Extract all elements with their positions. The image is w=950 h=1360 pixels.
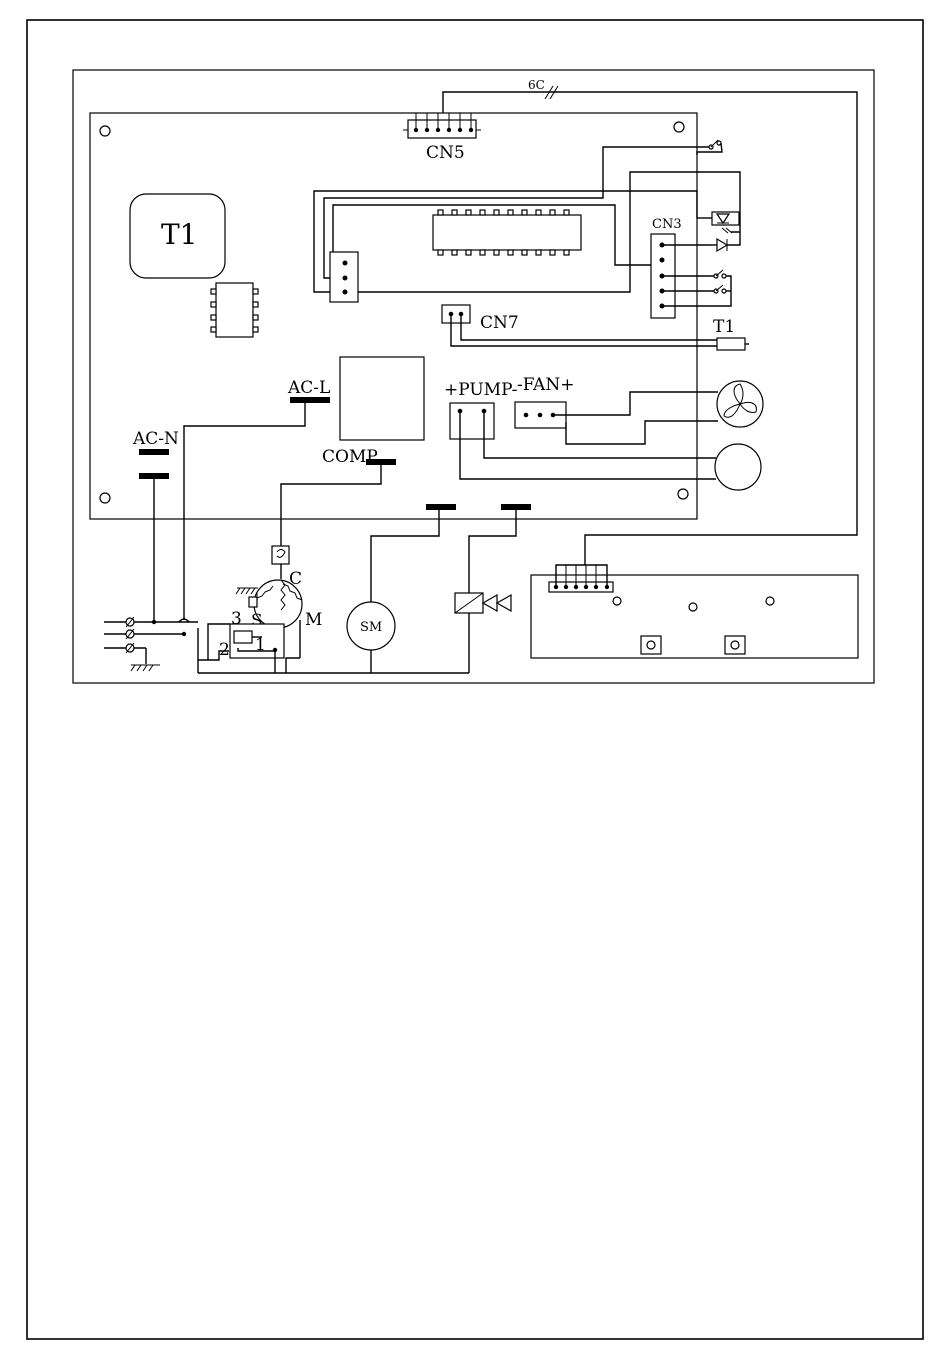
ac-n-label: AC-N	[132, 429, 179, 449]
connector-ac-n: AC-N	[132, 429, 179, 622]
cn3-label: CN3	[652, 217, 682, 232]
cn7-label: CN7	[480, 313, 519, 333]
sensor-label: T1	[713, 317, 735, 337]
transformer-label: T1	[161, 218, 198, 251]
pump-motor-icon	[715, 444, 761, 490]
comp-m-wire	[286, 658, 300, 673]
ac-l-label: AC-L	[287, 378, 330, 398]
sync-motor-label: SM	[360, 620, 382, 635]
display-board	[531, 565, 858, 658]
connector-cn7: CN7	[442, 305, 717, 346]
solenoid-valve-icon	[455, 593, 511, 673]
power-terminals	[104, 617, 198, 671]
connector-pump: +PUMP-	[444, 380, 716, 479]
fan-label: -FAN+	[517, 375, 574, 395]
main-ic	[433, 210, 581, 255]
overload-protector	[272, 546, 289, 579]
bundle-label: 6C	[528, 78, 545, 92]
relay-3-label: 3	[231, 609, 242, 629]
cn5-label: CN5	[426, 143, 465, 163]
comp-c-label: C	[289, 569, 302, 589]
connector-cn5: CN5	[403, 113, 481, 163]
relay-1-label: 1	[255, 635, 266, 655]
compressor-motor-icon: C S M	[236, 569, 322, 631]
pump-label: +PUMP-	[444, 380, 517, 400]
connector-fan: -FAN+	[515, 375, 718, 444]
sensor-t1: T1	[713, 317, 749, 350]
small-ic	[211, 283, 258, 337]
transformer-t1: T1	[130, 194, 225, 278]
comp-m-label: M	[305, 610, 322, 630]
connector-cn3: CN3	[651, 217, 731, 318]
pcb-mounting-holes	[100, 122, 688, 503]
connector-comp: COMP	[281, 447, 396, 546]
relay-block	[340, 357, 424, 440]
sync-motor-icon: SM	[347, 602, 395, 673]
connector-ac-l: AC-L	[184, 378, 330, 620]
fan-motor-icon	[717, 381, 763, 427]
relay-2-label: 2	[219, 640, 230, 660]
